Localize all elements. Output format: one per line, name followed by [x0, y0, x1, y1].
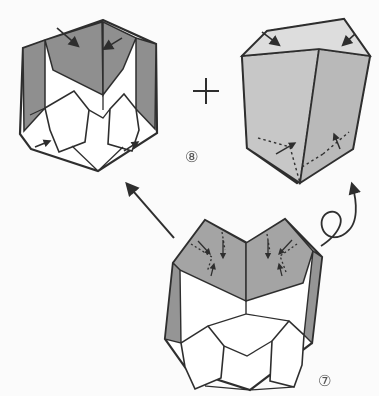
- step-8-assembly-piece: [20, 20, 157, 171]
- finished-cube: [242, 19, 370, 183]
- step-7-piece: [165, 219, 322, 390]
- rotation-arrow: [321, 184, 356, 246]
- step-7-label: ⑦: [318, 374, 331, 389]
- step-8-label: ⑧: [185, 150, 198, 165]
- plus-sign: [193, 78, 219, 104]
- step-transition-arrow: [127, 184, 174, 238]
